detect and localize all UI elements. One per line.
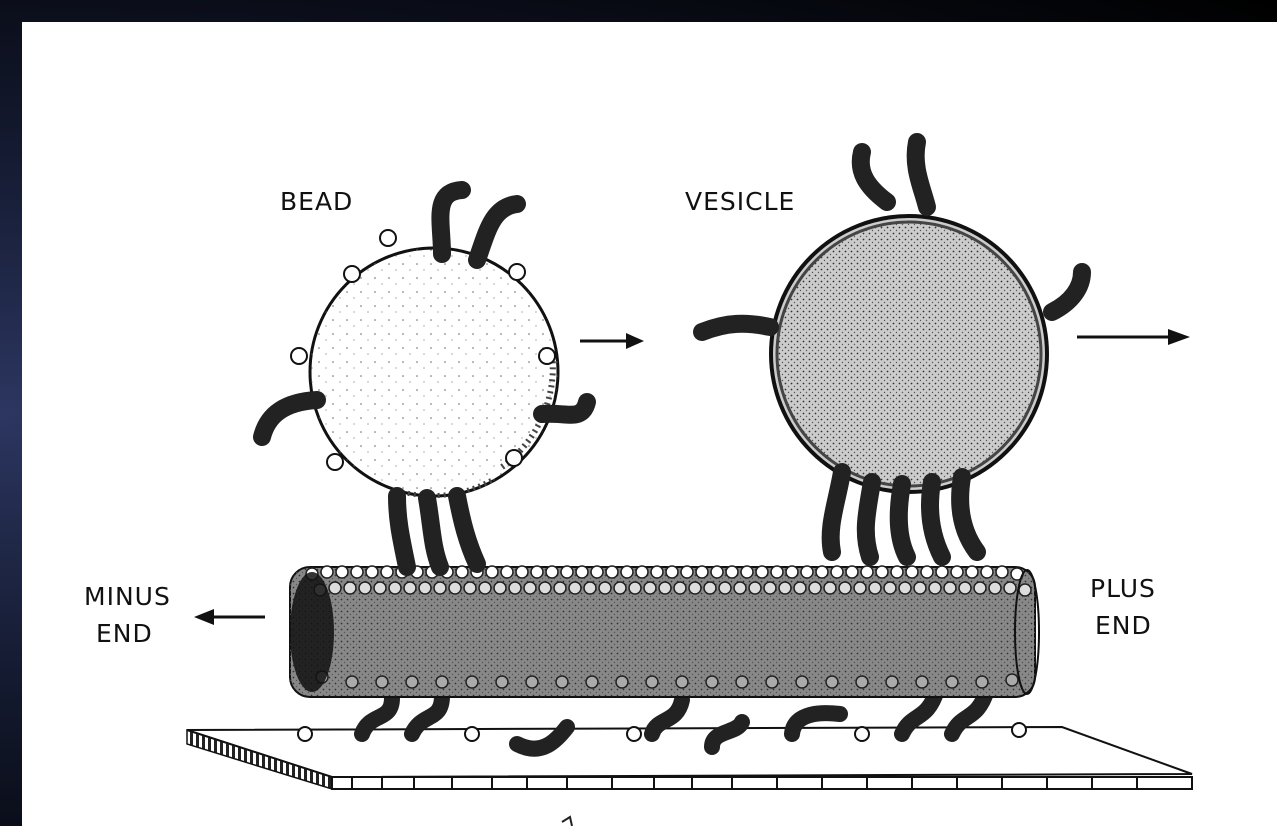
glass-surface bbox=[187, 723, 1192, 789]
motor-protein-diagram: BEAD VESICLE MINUS END PLUS END bbox=[22, 22, 1277, 826]
bead-label: BEAD bbox=[280, 187, 353, 216]
vesicle bbox=[771, 216, 1047, 492]
vesicle-label: VESICLE bbox=[685, 187, 795, 216]
minus-end-label-line2: END bbox=[96, 619, 153, 648]
arrow-right-icon bbox=[580, 333, 644, 349]
stray-mark bbox=[562, 817, 572, 826]
minus-end-label-line1: MINUS bbox=[84, 582, 171, 611]
diagram-panel: BEAD VESICLE MINUS END PLUS END bbox=[22, 22, 1277, 826]
microtubule bbox=[290, 566, 1039, 697]
plus-end-label-line1: PLUS bbox=[1090, 574, 1156, 603]
arrow-right-icon bbox=[1077, 329, 1190, 345]
arrow-left-icon bbox=[194, 609, 265, 625]
plus-end-label-line2: END bbox=[1095, 611, 1152, 640]
